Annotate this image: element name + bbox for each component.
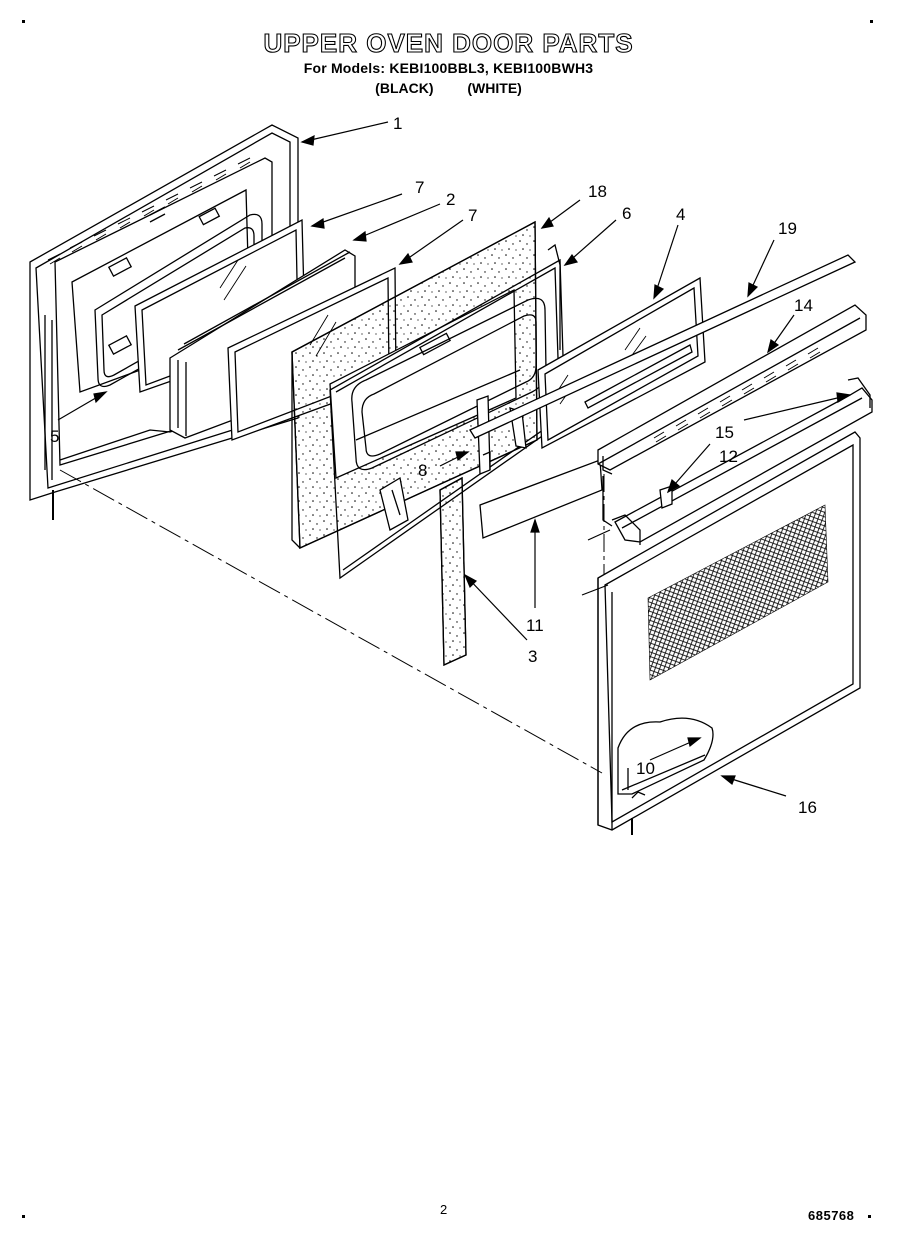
outer-door-panel-part [597,431,861,835]
callout-1: 1 [393,114,402,133]
callout-15: 15 [715,423,734,442]
flat-strip-part [479,459,603,539]
registration-mark [870,20,873,23]
registration-mark [22,20,25,23]
callout-8: 8 [418,461,427,480]
callout-3: 3 [528,647,537,666]
callout-6: 6 [622,204,631,223]
callout-7b: 7 [468,206,477,225]
callout-labels: 1 7 2 7 18 6 4 19 14 5 15 12 8 11 3 10 1… [50,114,817,817]
color-white-label: (WHITE) [467,80,522,96]
long-strip-part [469,254,857,439]
diagram-title: UPPER OVEN DOOR PARTS [263,27,634,58]
callout-11: 11 [526,616,544,635]
callout-18: 18 [588,182,607,201]
color-black-label: (BLACK) [375,80,434,96]
callout-19: 19 [778,219,797,238]
callout-2: 2 [446,190,455,209]
callout-4: 4 [676,205,685,224]
model-colors: (BLACK) (WHITE) [0,80,897,96]
insulation-strip-part [439,476,467,666]
document-number: 685768 [808,1208,855,1223]
vent-trim-part [597,304,867,475]
registration-mark [868,1215,871,1218]
callout-14: 14 [794,296,813,315]
leader-lines [57,121,852,797]
registration-mark [22,1215,25,1218]
callout-10: 10 [636,759,655,778]
callout-12: 12 [719,447,738,466]
callout-5: 5 [50,427,59,446]
page-number: 2 [440,1202,448,1217]
callout-7a: 7 [415,178,424,197]
callout-16: 16 [798,798,817,817]
assembly-line [59,469,603,774]
models-line: For Models: KEBI100BBL3, KEBI100BWH3 [303,60,594,76]
